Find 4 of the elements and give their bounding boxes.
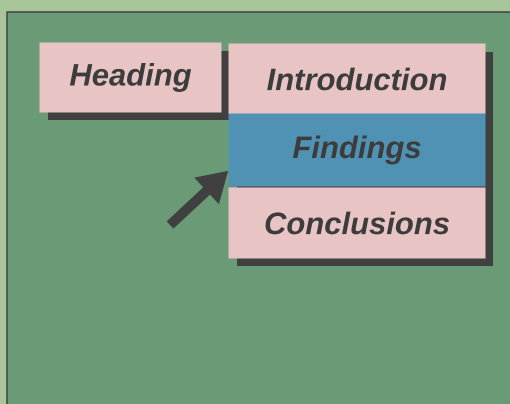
section-box: Conclusions [228, 188, 486, 258]
highlighted-section-box: Findings [228, 114, 486, 186]
section-box: Introduction [228, 44, 486, 114]
section-box: Heading [40, 42, 222, 112]
